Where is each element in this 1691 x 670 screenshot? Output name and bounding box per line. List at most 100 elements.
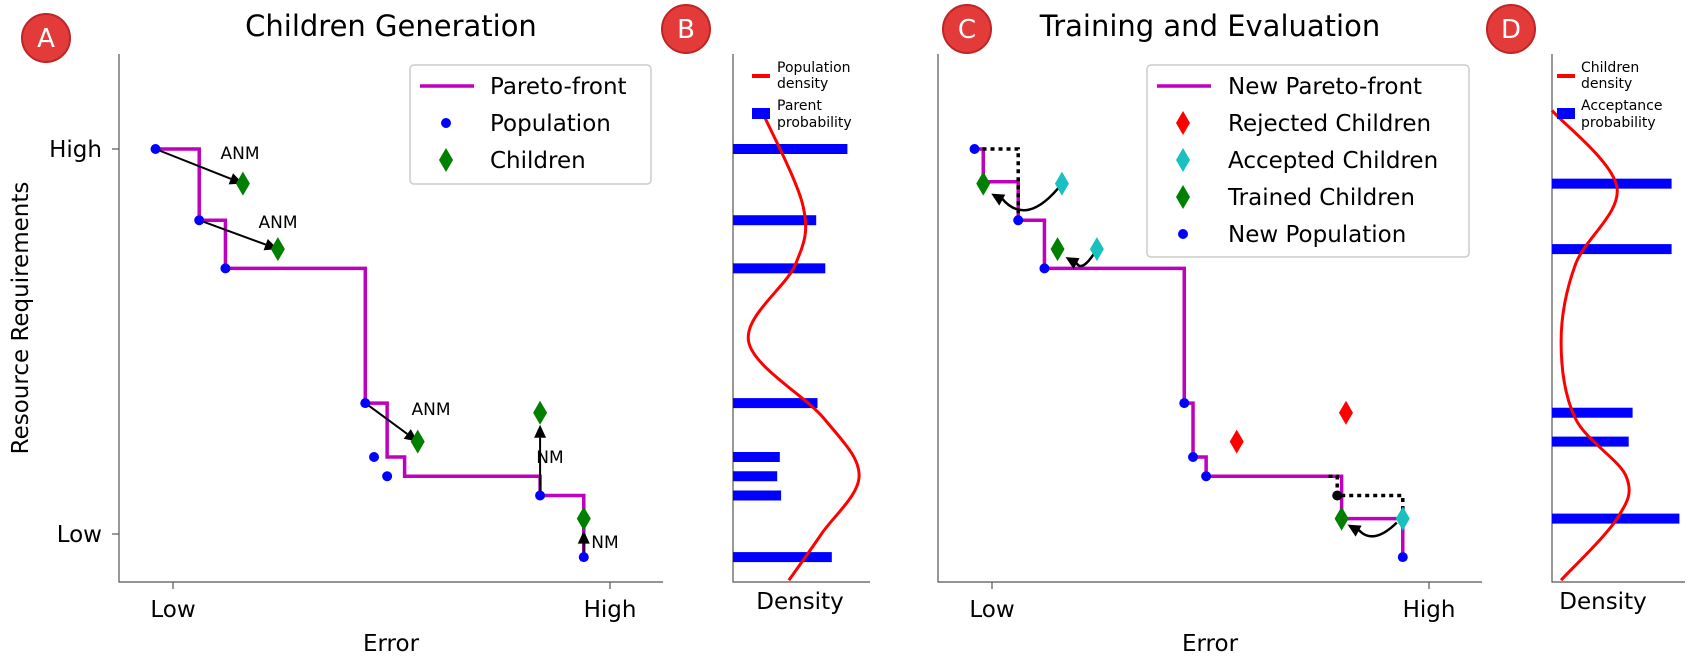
arrow-label: NM — [591, 533, 618, 553]
arrow-label: NM — [536, 448, 563, 468]
panel-d: D Density Children density Acceptance pr… — [1486, 4, 1685, 615]
badge-b: B — [677, 15, 695, 45]
parent-probability-bar — [733, 263, 826, 274]
child-point — [270, 237, 285, 262]
legend-c-population-swatch — [1178, 229, 1188, 239]
legend-a-population-label: Population — [490, 111, 611, 137]
legend-d-density-label-1: Children — [1581, 60, 1639, 76]
badge-a-circle — [21, 13, 71, 63]
child-point — [576, 506, 591, 531]
badge-d-circle — [1486, 4, 1536, 54]
legend-c-trained-label: Trained Children — [1227, 185, 1415, 211]
panel-c: C Training and Evaluation Low High Error… — [937, 4, 1482, 657]
panel-a-axes — [118, 54, 663, 583]
panel-a-title: Children Generation — [245, 9, 537, 43]
accepted-child-point — [1089, 237, 1104, 262]
population-point — [535, 490, 546, 501]
legend-a-children-label: Children — [490, 148, 586, 174]
arrow-label: ANM — [258, 213, 297, 233]
badge-a: A — [37, 24, 55, 54]
training-curve-arrowhead — [1347, 524, 1362, 537]
population-density-curve — [746, 109, 861, 582]
legend-c-rejected-swatch — [1176, 111, 1190, 135]
legend-a-frame — [409, 64, 652, 185]
child-point — [235, 171, 250, 196]
trained-child-point — [1334, 506, 1349, 531]
xtick-label-a-low: Low — [150, 597, 195, 623]
legend-b-density-label-2: density — [777, 76, 828, 92]
parent-probability-bar — [733, 471, 778, 482]
training-curve-arrowhead — [991, 193, 1006, 206]
xtick-label-c-low: Low — [969, 597, 1014, 623]
badge-c: C — [958, 15, 976, 45]
pareto-front-line — [155, 147, 586, 558]
panel-c-title: Training and Evaluation — [1039, 9, 1380, 43]
ytick-label-a-high: High — [49, 137, 102, 163]
plot-d — [1550, 109, 1680, 582]
badge-b-circle — [661, 4, 711, 54]
xlabel-a: Error — [363, 631, 420, 657]
legend-c-frame — [1146, 64, 1470, 258]
legend-a-children-swatch — [439, 148, 453, 172]
parent-probability-bar — [733, 490, 782, 501]
panel-a: A Children Generation High Low Low High … — [8, 9, 663, 657]
new-population-point — [1188, 452, 1199, 462]
xlabel-c: Error — [1182, 631, 1239, 657]
xlabel-d: Density — [1559, 589, 1646, 615]
legend-d-bar-label-2: probability — [1581, 115, 1656, 131]
plot-c — [969, 144, 1410, 563]
accepted-child-point — [1395, 506, 1410, 531]
child-point — [533, 400, 548, 425]
legend-c-accepted-label: Accepted Children — [1228, 148, 1438, 174]
legend-a-pareto-label: Pareto-front — [490, 74, 627, 100]
rejected-child-point — [1338, 400, 1353, 425]
rejected-child-point — [1229, 429, 1244, 454]
acceptance-probability-bar — [1552, 407, 1633, 418]
training-curve-arrow — [1356, 521, 1398, 538]
child-point — [410, 429, 425, 454]
legend-a-population-swatch — [441, 118, 451, 128]
legend-c-population-label: New Population — [1228, 222, 1406, 248]
population-point — [382, 471, 393, 482]
legend-b-density-label-1: Population — [777, 60, 851, 76]
parent-probability-bar — [733, 552, 832, 563]
training-curve-arrowhead — [1065, 257, 1080, 270]
trained-child-point — [976, 171, 991, 196]
parent-probability-bar — [733, 398, 818, 409]
new-population-point — [1201, 471, 1212, 482]
population-point — [578, 552, 589, 563]
arrow-label: ANM — [411, 400, 450, 420]
legend-b-bar-swatch — [752, 108, 770, 119]
legend-d-density-label-2: density — [1581, 76, 1632, 92]
new-population-point — [1179, 398, 1190, 409]
old-front-dotted-top — [974, 147, 1020, 221]
badge-c-circle — [942, 4, 992, 54]
accepted-child-point — [1054, 171, 1069, 196]
removed-population-point — [1332, 490, 1343, 501]
acceptance-probability-bar — [1552, 436, 1629, 447]
legend-c-rejected-label: Rejected Children — [1228, 111, 1431, 137]
legend-c-accepted-swatch — [1176, 148, 1190, 172]
xtick-label-a-high: High — [584, 597, 637, 623]
xlabel-b: Density — [756, 589, 843, 615]
population-point — [220, 263, 231, 274]
parent-probability-bar — [733, 452, 780, 462]
population-point — [150, 144, 161, 154]
acceptance-probability-bar — [1552, 178, 1672, 189]
ytick-label-a-low: Low — [57, 522, 102, 548]
panel-d-axes — [1551, 54, 1685, 583]
plot-b — [733, 109, 861, 582]
panel-b: B Density Population density Parent prob… — [661, 4, 870, 615]
new-population-point — [1039, 263, 1050, 274]
new-population-point — [969, 144, 980, 154]
new-population-point — [1013, 215, 1024, 226]
mutation-arrow-2-shaft — [364, 402, 408, 435]
population-point — [360, 398, 371, 409]
new-population-point — [1397, 552, 1408, 563]
parent-probability-bar — [733, 215, 817, 226]
xtick-label-c-high: High — [1403, 597, 1456, 623]
panel-b-axes — [732, 54, 870, 583]
population-point — [369, 452, 380, 462]
